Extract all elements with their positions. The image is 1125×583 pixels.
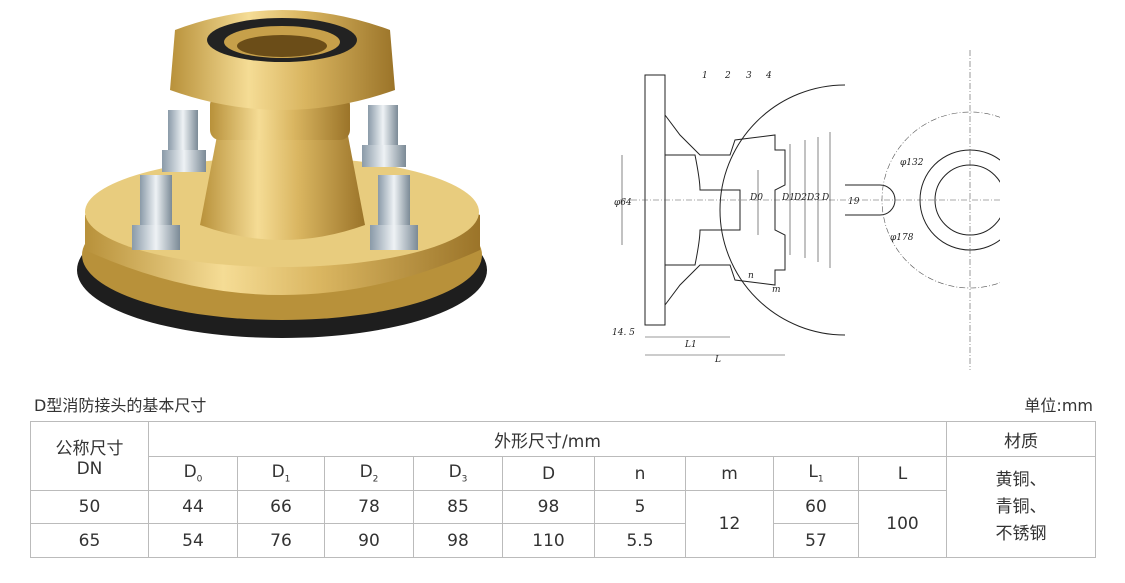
cell-d2: 78 xyxy=(324,490,414,524)
col-l1: L1 xyxy=(773,456,859,491)
cell-n: 5 xyxy=(594,490,686,524)
header-dn-label: 公称尺寸 xyxy=(55,438,124,459)
label-thickness: 14. 5 xyxy=(612,328,635,338)
cell-d1: 76 xyxy=(237,523,325,558)
cell-m: 12 xyxy=(685,490,774,558)
label-phi178: φ178 xyxy=(890,233,914,243)
col-d0: D0 xyxy=(148,456,238,491)
cell-d0: 44 xyxy=(148,490,238,524)
cell-d0: 54 xyxy=(148,523,238,558)
cell-d: 98 xyxy=(502,490,595,524)
header-dn-sub: DN xyxy=(76,458,103,479)
label-d0: D0 xyxy=(749,193,763,203)
material-brass: 黄铜、 xyxy=(995,469,1047,490)
cell-dn: 65 xyxy=(30,523,149,558)
col-d1: D1 xyxy=(237,456,325,491)
table-row: 50 44 66 78 85 98 5 12 60 100 xyxy=(30,490,1096,558)
label-phi132: φ132 xyxy=(900,158,924,168)
cell-d1: 66 xyxy=(237,490,325,524)
cell-l1: 60 xyxy=(773,490,859,524)
part-number-2: 2 xyxy=(724,71,731,81)
part-number-1: 1 xyxy=(702,71,708,81)
cell-l: 100 xyxy=(858,490,947,558)
cell-d3: 98 xyxy=(413,523,503,558)
table-title: D型消防接头的基本尺寸 xyxy=(34,396,207,415)
col-d2: D2 xyxy=(324,456,414,491)
cell-d2: 90 xyxy=(324,523,414,558)
cell-dn: 50 xyxy=(30,490,149,524)
label-slot-19: 19 xyxy=(848,197,860,207)
label-phi64: φ64 xyxy=(614,198,632,208)
col-d3: D3 xyxy=(413,456,503,491)
part-number-4: 4 xyxy=(765,71,772,81)
part-number-3: 3 xyxy=(746,71,752,81)
table-row: 65 54 76 90 98 110 5.5 57 xyxy=(30,523,1096,558)
technical-drawing: 1 2 3 4 φ64 D0 D1 D2 D3 D 19 φ132 φ178 n… xyxy=(612,50,1000,370)
label-l: L xyxy=(714,355,721,365)
cell-l1: 57 xyxy=(773,523,859,558)
col-d: D xyxy=(502,456,595,491)
product-photo xyxy=(77,10,487,338)
col-m: m xyxy=(685,456,774,491)
unit-label: 单位:mm xyxy=(1024,396,1093,415)
label-d2: D2 xyxy=(793,193,807,203)
col-l: L xyxy=(858,456,947,491)
material-cell: 黄铜、 青铜、 不锈钢 xyxy=(946,456,1096,558)
label-d: D xyxy=(821,193,829,203)
material-bronze: 青铜、 xyxy=(995,496,1047,517)
cell-d3: 85 xyxy=(413,490,503,524)
col-n: n xyxy=(594,456,686,491)
label-d3: D3 xyxy=(806,193,820,203)
cell-n: 5.5 xyxy=(594,523,686,558)
label-d1: D1 xyxy=(781,193,795,203)
header-dimensions: 外形尺寸/mm xyxy=(148,421,947,457)
header-material: 材质 xyxy=(946,421,1096,457)
label-m: m xyxy=(772,285,781,295)
cell-d: 110 xyxy=(502,523,595,558)
label-l1: L1 xyxy=(684,340,697,350)
label-n: n xyxy=(748,271,754,281)
material-stainless: 不锈钢 xyxy=(995,523,1047,544)
